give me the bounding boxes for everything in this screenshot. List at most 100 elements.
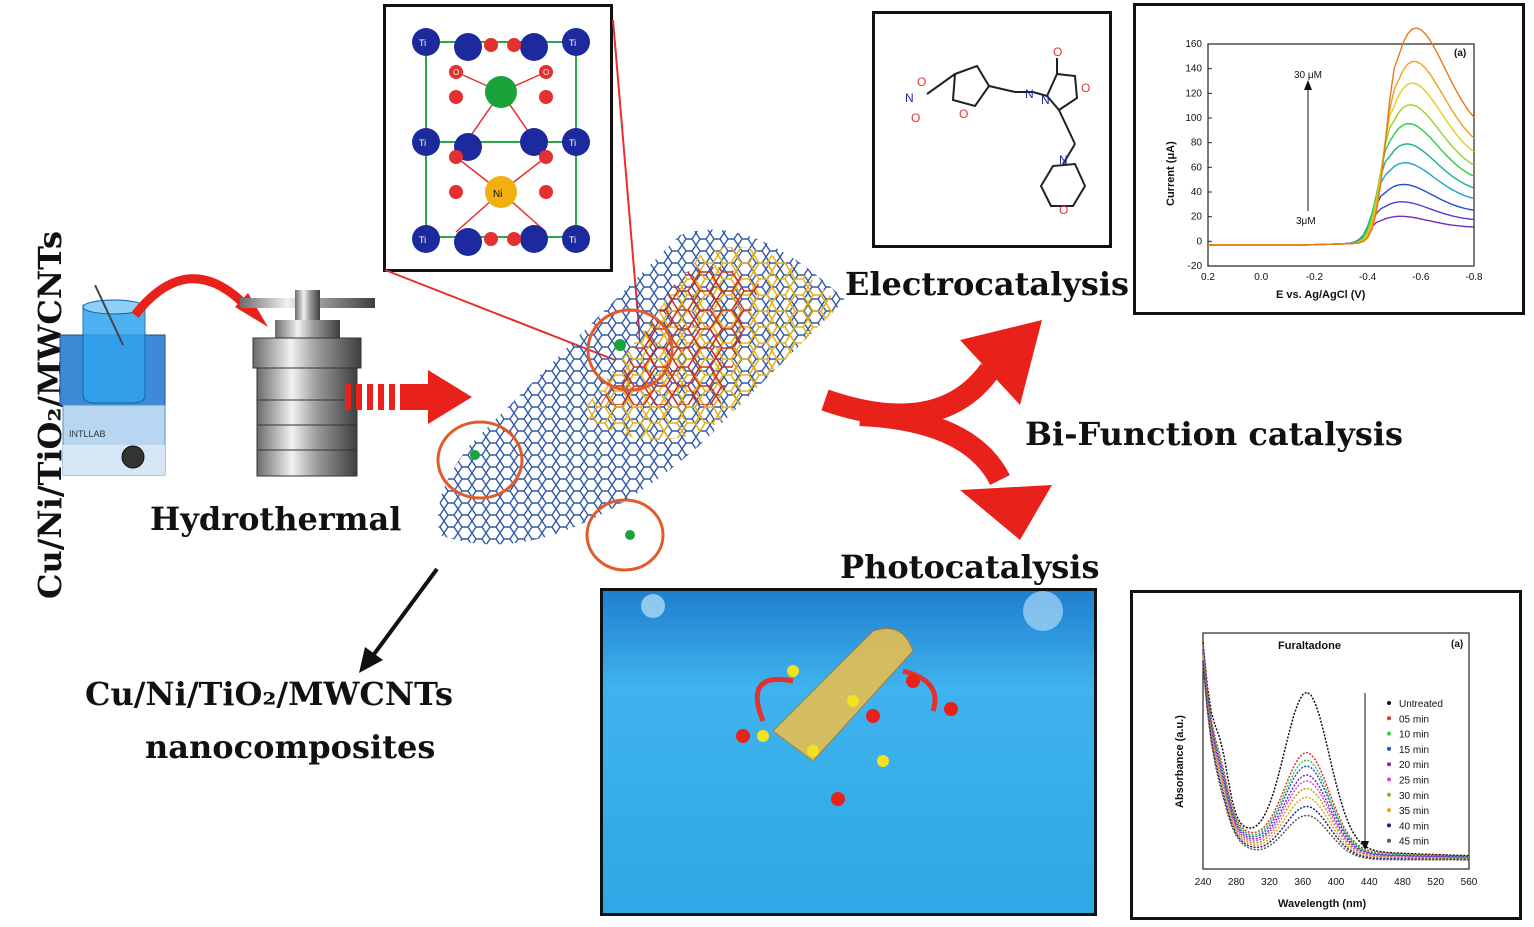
legend-marker <box>1387 701 1391 705</box>
legend-marker <box>1387 746 1391 751</box>
electro-annot-low: 3μM <box>1296 216 1316 227</box>
electro-series-line <box>1208 162 1475 246</box>
absorbance-xtick-label: 240 <box>1195 877 1212 888</box>
absorbance-xtick-label: 400 <box>1328 877 1345 888</box>
electro-xtick-label: 0.2 <box>1201 272 1215 283</box>
electro-series-line <box>1208 60 1475 246</box>
absorbance-xtick-label: 280 <box>1228 877 1245 888</box>
legend-marker <box>1387 731 1391 736</box>
furaltadone-structure: N O O O N N O O N O <box>905 45 1090 217</box>
legend-marker <box>1387 762 1391 767</box>
absorbance-series-line <box>1202 651 1469 859</box>
ti-atom-label: Ti <box>569 38 576 48</box>
electro-ytick-label: 160 <box>1185 39 1202 50</box>
legend-label: 25 min <box>1399 776 1429 787</box>
electro-ytick-label: 100 <box>1185 113 1202 124</box>
absorbance-xtick-label: 560 <box>1461 877 1478 888</box>
electro-xtick-label: -0.6 <box>1412 272 1430 283</box>
absorbance-xtick-label: 360 <box>1294 877 1311 888</box>
legend-marker <box>1387 792 1391 797</box>
absorbance-xtick-label: 320 <box>1261 877 1278 888</box>
photocatalysis-scene <box>603 591 1094 913</box>
electro-series-line <box>1208 104 1475 246</box>
stirrer-illustration: INTLLAB <box>59 285 166 476</box>
absorbance-xtick-label: 480 <box>1394 877 1411 888</box>
absorbance-xtick-label: 440 <box>1361 877 1378 888</box>
ti-atom-label: Ti <box>419 138 426 148</box>
legend-marker <box>1387 716 1391 721</box>
nanotube-illustration <box>436 229 845 572</box>
electro-ytick-label: 120 <box>1185 88 1202 99</box>
stirrer-brand: INTLLAB <box>69 429 106 439</box>
crystal-structure: Ni Ti Ti Ti Ti Ti Ti O O <box>388 9 608 267</box>
photocatalysis-scene-panel <box>600 588 1097 916</box>
hydrothermal-label: Hydrothermal <box>150 500 402 538</box>
legend-marker <box>1387 777 1391 782</box>
absorbance-plot-frame <box>1202 632 1470 870</box>
ti-atom-label: Ti <box>569 235 576 245</box>
absorbance-xtick-label: 520 <box>1427 877 1444 888</box>
absorbance-chart-panel: Furaltadone (a) Absorbance (a.u.) Wavele… <box>1130 590 1522 920</box>
electro-chart: (a) 30 μM 3μM Current (μA) E vs. Ag/AgCl… <box>1165 27 1483 301</box>
electro-series-line <box>1208 201 1475 246</box>
absorbance-series-line <box>1202 642 1470 857</box>
svg-text:O: O <box>959 107 968 121</box>
absorbance-series-line <box>1202 655 1470 860</box>
legend-label: Untreated <box>1399 699 1443 710</box>
electro-ytick-label: 140 <box>1185 64 1202 75</box>
o-atom-label: O <box>453 68 459 77</box>
electro-xtick-label: -0.4 <box>1359 272 1377 283</box>
electro-series-line <box>1208 82 1475 246</box>
autoclave-illustration <box>240 290 375 477</box>
ti-atom-label: Ti <box>569 138 576 148</box>
ni-atom-label: Ni <box>493 189 502 200</box>
composite-label-line2: nanocomposites <box>145 728 436 766</box>
ti-atom-label: Ti <box>419 235 426 245</box>
svg-text:N: N <box>1059 153 1068 167</box>
electro-ytick-label: 40 <box>1191 187 1203 198</box>
electro-tag: (a) <box>1454 48 1466 59</box>
legend-marker <box>1387 823 1391 828</box>
electro-series-line <box>1208 27 1475 246</box>
svg-text:N: N <box>905 91 914 105</box>
legend-label: 45 min <box>1399 837 1429 848</box>
legend-label: 30 min <box>1399 791 1429 802</box>
absorbance-ylabel: Absorbance (a.u.) <box>1174 715 1186 808</box>
electro-ytick-label: 0 <box>1196 236 1202 247</box>
legend-marker <box>1387 808 1391 813</box>
electro-chart-panel: (a) 30 μM 3μM Current (μA) E vs. Ag/AgCl… <box>1133 3 1525 315</box>
arrow-to-composite-label <box>359 567 439 673</box>
electro-ytick-label: 20 <box>1191 212 1203 223</box>
arrow-to-nanotube <box>345 370 472 424</box>
bifunction-label: Bi-Function catalysis <box>1025 415 1404 453</box>
electro-series-line <box>1208 183 1475 246</box>
svg-text:O: O <box>1059 203 1068 217</box>
svg-text:N: N <box>1025 87 1034 101</box>
bifunction-arrows <box>821 320 1052 540</box>
absorbance-series-line <box>1202 653 1470 859</box>
legend-label: 20 min <box>1399 760 1429 771</box>
legend-label: 05 min <box>1399 714 1429 725</box>
ti-atom-label: Ti <box>419 38 426 48</box>
composite-label-line1: Cu/Ni/TiO₂/MWCNTs <box>85 675 454 713</box>
electro-series-line <box>1208 215 1475 246</box>
electro-series-line <box>1208 143 1475 246</box>
molecule-panel: N O O O N N O O N O <box>872 11 1112 248</box>
legend-marker <box>1387 838 1391 843</box>
photocatalysis-label: Photocatalysis <box>840 548 1100 586</box>
absorbance-xlabel: Wavelength (nm) <box>1278 898 1367 910</box>
legend-label: 15 min <box>1399 745 1429 756</box>
absorbance-chart: Furaltadone (a) Absorbance (a.u.) Wavele… <box>1174 632 1478 910</box>
electro-plot-frame <box>1207 43 1475 267</box>
svg-text:O: O <box>911 111 920 125</box>
electro-ytick-label: 80 <box>1191 138 1203 149</box>
legend-label: 10 min <box>1399 730 1429 741</box>
absorbance-series-line <box>1202 660 1469 861</box>
electro-ytick-label: 60 <box>1191 162 1203 173</box>
absorbance-series-line <box>1202 646 1470 858</box>
svg-text:N: N <box>1041 93 1050 107</box>
absorbance-series-line <box>1202 648 1470 858</box>
electro-series-line <box>1208 122 1475 246</box>
absorbance-series-line <box>1202 663 1469 861</box>
absorbance-series-line <box>1202 658 1469 860</box>
